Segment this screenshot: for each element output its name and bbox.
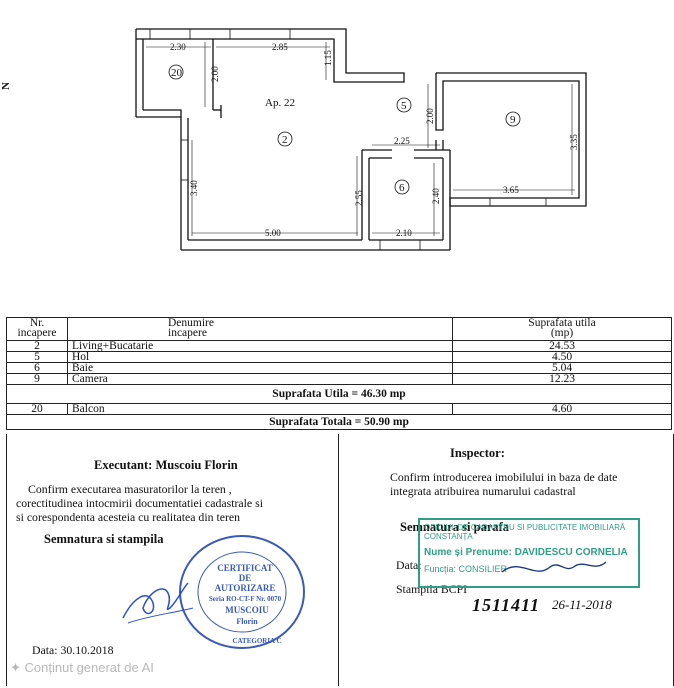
room-number: 9 xyxy=(510,114,516,126)
room-number: 6 xyxy=(399,182,405,194)
dim-label: 2.25 xyxy=(394,136,410,146)
apartment-label: Ap. 22 xyxy=(265,97,295,109)
total-utila-row: Suprafata Utila = 46.30 mp xyxy=(6,384,672,404)
date-label: Data: xyxy=(396,558,422,572)
dim-label: 2.00 xyxy=(425,108,435,124)
dim-label: 5.00 xyxy=(265,228,281,238)
executant-text: si corespondenta acesteia cu realitatea … xyxy=(16,510,241,524)
handwritten-date: 26-11-2018 xyxy=(552,597,612,612)
ai-watermark: ✦ Conținut generat de AI xyxy=(10,660,154,675)
cadastral-number: 1511411 xyxy=(472,595,541,615)
room-number: 20 xyxy=(171,67,183,79)
divider xyxy=(338,434,339,686)
dim-label: 2.00 xyxy=(210,66,220,82)
svg-text:DE: DE xyxy=(239,573,252,583)
inspector-signature-icon xyxy=(501,561,607,573)
executant-text: corectitudinea intocmirii documentatiei … xyxy=(16,496,263,510)
dim-label: 3.65 xyxy=(503,185,519,195)
dim-label: 2.40 xyxy=(431,188,441,204)
total-row: Suprafata Totala = 50.90 mp xyxy=(6,414,672,430)
floor-plan: 2.30 2.85 1.15 2.00 2.00 3.35 2.25 3.40 … xyxy=(0,28,587,251)
executant-title: Executant: Muscoiu Florin xyxy=(94,458,238,472)
dim-label: 3.40 xyxy=(189,180,199,196)
svg-text:Seria RO-CT-F Nr. 0070: Seria RO-CT-F Nr. 0070 xyxy=(209,595,282,603)
inspector-text: integrata atribuirea numarului cadastral xyxy=(390,484,576,498)
stampila-label: Stampila BCPI xyxy=(396,582,468,596)
executant-signature-icon xyxy=(122,582,194,624)
ocpi-stamp: OFICIUL DE CADASTRU SI PUBLICITATE IMOBI… xyxy=(418,518,640,588)
room-number: 2 xyxy=(282,134,288,146)
dim-label: 2.30 xyxy=(170,42,186,52)
svg-text:CERTIFICAT: CERTIFICAT xyxy=(217,563,273,573)
dim-label: 2.85 xyxy=(272,42,288,52)
header-nr: Nr.incapere xyxy=(6,317,68,341)
authorization-stamp: CERTIFICAT DE AUTORIZARE Seria RO-CT-F N… xyxy=(179,535,305,649)
north-arrow: N xyxy=(0,82,12,90)
signature-label: Semnatura si parafa xyxy=(400,520,510,534)
dim-label: 2.55 xyxy=(354,190,364,206)
inspector-title: Inspector: xyxy=(450,446,505,460)
svg-text:AUTORIZARE: AUTORIZARE xyxy=(215,583,276,593)
date-label: Data: 30.10.2018 xyxy=(32,643,114,657)
signature-label: Semnatura si stampila xyxy=(44,532,164,546)
inspector-section: Inspector: Confirm introducerea imobilul… xyxy=(338,436,672,686)
dim-label: 1.15 xyxy=(323,50,333,66)
sparkle-icon: ✦ xyxy=(10,660,21,675)
executant-text: Confirm executarea masuratorilor la tere… xyxy=(28,482,232,496)
header-suprafata: Suprafata utila(mp) xyxy=(452,317,672,341)
inspector-text: Confirm introducerea imobilului in baza … xyxy=(390,470,618,484)
svg-text:Florin: Florin xyxy=(236,617,258,626)
svg-text:MUSCOIU: MUSCOIU xyxy=(225,605,269,615)
dim-label: 3.35 xyxy=(569,134,579,150)
executant-section: Executant: Muscoiu Florin Confirm execut… xyxy=(6,436,336,686)
dim-label: 2.10 xyxy=(396,228,412,238)
svg-text:CATEGORIA C: CATEGORIA C xyxy=(232,637,281,645)
room-number: 5 xyxy=(401,100,407,112)
